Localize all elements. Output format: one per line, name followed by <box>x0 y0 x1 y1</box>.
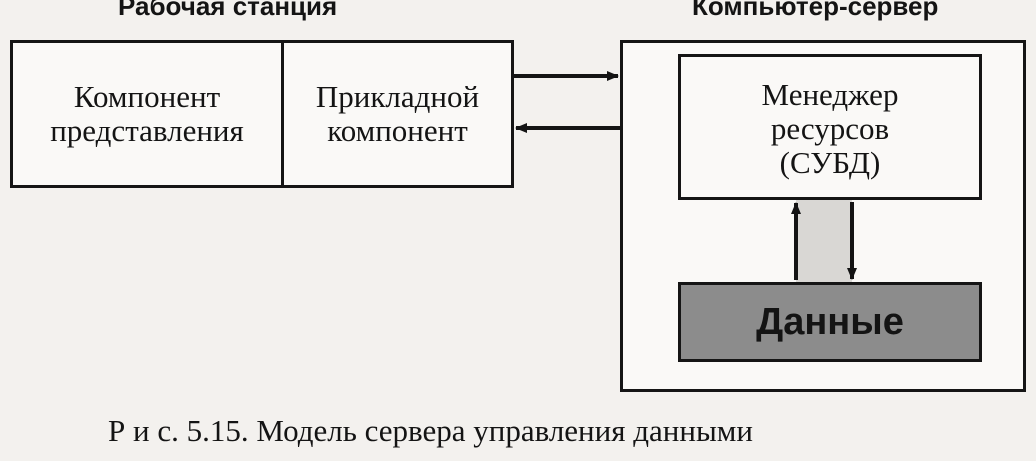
presentation-component: Компонент представления <box>13 43 281 185</box>
presentation-component-line-2: представления <box>50 113 244 148</box>
manager-data-connector <box>796 200 852 282</box>
resource-manager-line-3: (СУБД) <box>779 145 881 180</box>
application-component: Прикладной компонент <box>284 43 511 185</box>
presentation-component-line-1: Компонент <box>73 79 221 114</box>
figure-caption: Р и с. 5.15. Модель сервера управления д… <box>108 413 753 449</box>
figure-caption-prefix: Р и с. <box>108 413 179 448</box>
workstation-title: Рабочая станция <box>118 0 338 21</box>
resource-manager-line-1: Менеджер <box>761 77 899 112</box>
resource-manager-line-2: ресурсов <box>770 111 890 146</box>
application-component-line-1: Прикладной <box>315 79 480 114</box>
application-component-line-2: компонент <box>327 113 468 148</box>
figure-caption-text: 5.15. Модель сервера управления данными <box>186 413 753 448</box>
workstation-box: Компонент представления Прикладной компо… <box>10 40 514 188</box>
server-title: Компьютер-сервер <box>692 0 939 21</box>
workstation-divider <box>281 43 284 185</box>
data-box: Данные <box>678 282 982 362</box>
resource-manager-box: Менеджер ресурсов (СУБД) <box>678 54 982 200</box>
data-label: Данные <box>756 301 904 343</box>
